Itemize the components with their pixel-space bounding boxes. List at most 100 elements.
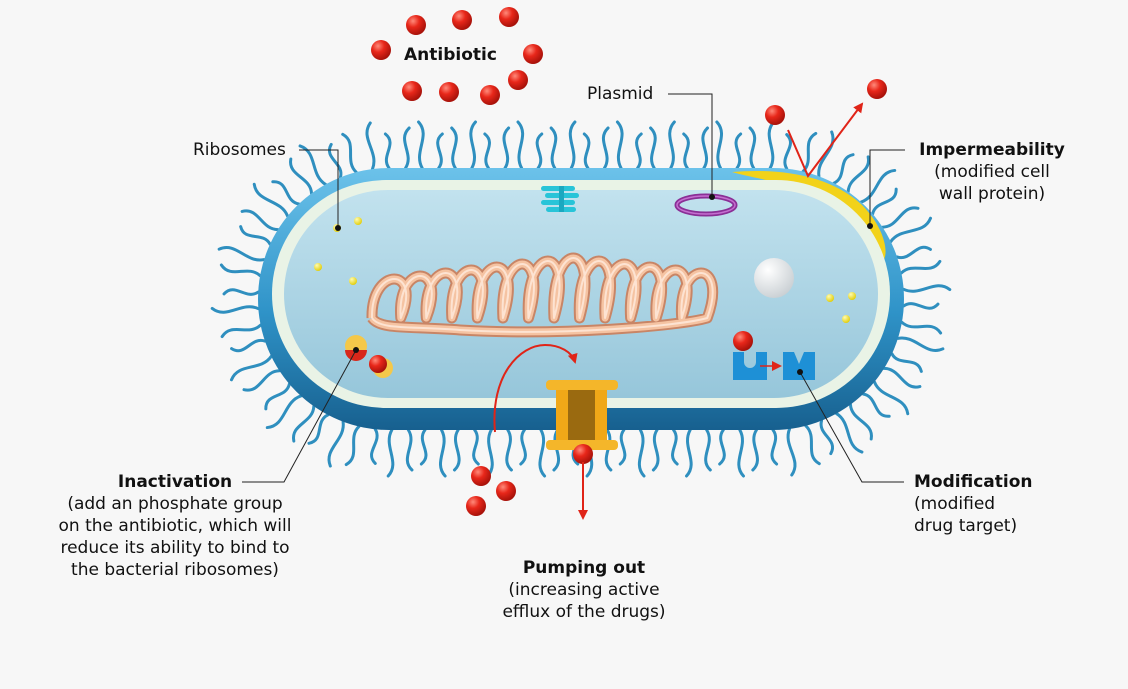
flagellum [252, 182, 290, 218]
flagellum [895, 245, 932, 260]
modification-title: Modification [914, 472, 1033, 492]
antibiotic-molecule [765, 105, 785, 125]
flagellum [271, 180, 301, 206]
flagellum [832, 153, 855, 185]
flagellum [718, 428, 726, 466]
flagellum [289, 157, 314, 195]
flagellum [848, 403, 873, 441]
flagellum [817, 130, 835, 178]
flagellum [439, 428, 447, 478]
flagellum [450, 126, 458, 170]
flagellum [767, 120, 776, 170]
flagellum [604, 428, 613, 472]
flagellum [783, 133, 792, 171]
impermeability-label: Impermeability (modified cell wall prote… [908, 139, 1076, 205]
flagellum [635, 132, 643, 170]
inactivation-line2: on the antibiotic, which will [58, 516, 292, 536]
inactivation-label: Inactivation (add an phosphate group on … [44, 471, 306, 581]
flagellum [516, 120, 525, 170]
antibiotic-molecule [439, 82, 459, 102]
flagellum [871, 187, 898, 216]
flagellum [881, 206, 920, 229]
flagellum [417, 120, 425, 170]
flagellum [229, 354, 273, 382]
flagellum [889, 216, 933, 244]
flagellum [582, 132, 591, 170]
inactivation-line3: reduce its ability to bind to [60, 538, 290, 558]
arrows [493, 102, 864, 520]
flagellum [704, 428, 712, 472]
flagellum [239, 225, 272, 246]
flagellum [370, 427, 379, 465]
leader-lines [242, 93, 905, 483]
flagellum [751, 428, 759, 472]
flagellum [882, 366, 922, 389]
antibiotic-molecule [573, 444, 593, 464]
flagellum [486, 428, 494, 478]
flagellum [535, 132, 544, 170]
flagellum [383, 132, 392, 170]
flagellum [505, 428, 513, 472]
flagellum [859, 168, 897, 204]
antibiotic-molecule [452, 10, 472, 30]
flagellum [734, 132, 743, 170]
flagellum [386, 428, 395, 478]
flagellum [265, 394, 303, 430]
dna-nucleoid [366, 252, 719, 338]
flagellum [682, 132, 690, 170]
inactivation-line1: (add an phosphate group [67, 494, 283, 514]
antibiotic-molecule [402, 81, 422, 101]
flagellum [436, 132, 444, 170]
flagellum [403, 126, 411, 170]
flagellum [819, 419, 834, 456]
flagellum [419, 428, 428, 466]
pumping-out-line2: efflux of the drugs) [502, 602, 666, 622]
ribosome [842, 315, 850, 323]
flagellum [902, 284, 952, 293]
flagellum [292, 404, 316, 443]
plasmid-inner [676, 195, 736, 215]
antibiotic-molecule [480, 85, 500, 105]
flagellum [405, 428, 414, 472]
ribosome [826, 294, 834, 302]
antibiotic-molecule [733, 331, 753, 351]
flagellum [804, 424, 821, 466]
modification-label: Modification (modified drug target) [914, 471, 1032, 537]
dna-strand [370, 257, 714, 333]
flagellum [222, 288, 260, 296]
flagellum [786, 427, 797, 477]
antibiotic-label: Antibiotic [404, 45, 497, 65]
flagellum [601, 126, 610, 170]
flagellum [264, 382, 291, 411]
flagellum [568, 120, 577, 170]
flagellum [835, 412, 864, 454]
antibiotic-molecule [496, 481, 516, 501]
antibiotic-molecule [508, 70, 528, 90]
flagellum [651, 428, 660, 472]
antibiotic-molecule [466, 496, 486, 516]
flagellum [341, 132, 358, 174]
impermeable-patch [732, 170, 886, 262]
flagellum [220, 323, 263, 339]
flagellum [748, 126, 757, 170]
flagellum [483, 132, 491, 170]
pumping-out-line1: (increasing active [508, 580, 660, 600]
flagellum [846, 155, 870, 194]
ribosomes-label: Ribosomes [193, 140, 286, 160]
reflect-arrow [787, 102, 864, 178]
impermeability-line1: (modified cell [934, 162, 1050, 182]
flagellum [242, 369, 281, 392]
flagellum [668, 120, 676, 170]
flagellum [452, 428, 461, 472]
ribosome [349, 277, 357, 285]
flagellum [230, 338, 267, 353]
flagellum [715, 120, 723, 170]
flagellum [701, 126, 710, 170]
flagellum [469, 120, 477, 170]
flagellum [328, 142, 343, 179]
ribosome [314, 263, 322, 271]
flagellum [615, 120, 624, 170]
antibiotic-molecule [499, 7, 519, 27]
pump-entry-arrow [493, 343, 578, 433]
flagellum [519, 428, 527, 466]
